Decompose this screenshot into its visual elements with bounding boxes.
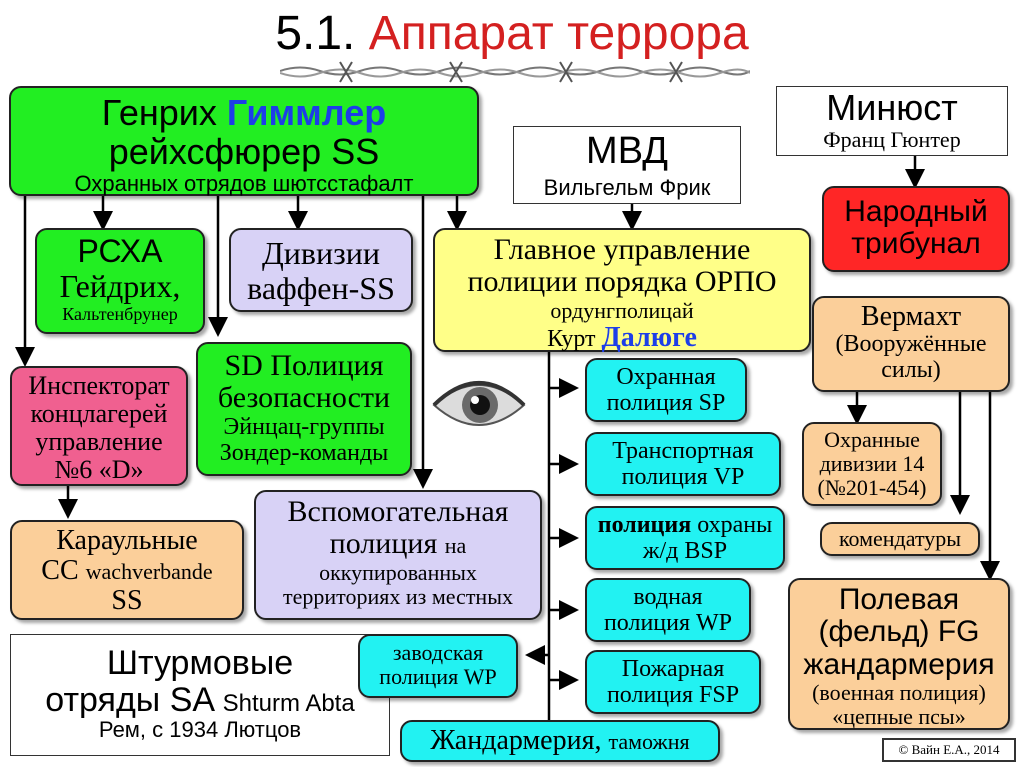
himmler-surname: Гиммлер <box>227 92 386 133</box>
railway-police-bsp-box: полиция охраны ж/д BSP <box>585 506 785 570</box>
karaul-l2-ss: СС <box>41 555 85 586</box>
ohr-div-l2: дивизии 14 <box>804 452 940 476</box>
himmler-title: рейхсфюрер SS <box>11 133 477 172</box>
security-police-sp-box: Охранная полиция SP <box>585 358 747 422</box>
vspom-l4: территориях из местных <box>256 585 540 609</box>
sd-security-police-box: SD Полиция безопасности Эйнцац-группы Зо… <box>196 342 412 476</box>
vspom-l2-main: полиция <box>330 527 445 560</box>
ohr-div-l1: Охранные <box>804 428 940 452</box>
wp-water-l2: полиция WP <box>587 611 749 637</box>
vspom-l3: оккупированных <box>256 561 540 585</box>
komend-l1: комендатуры <box>822 527 978 551</box>
tribunal-box: Народный трибунал <box>822 186 1010 272</box>
sa-l2-latin: Shturm Abta <box>223 690 355 717</box>
tribunal-l1: Народный <box>824 196 1008 228</box>
factory-police-wp-box: заводская полиция WP <box>358 634 518 698</box>
auxiliary-police-box: Вспомогательная полиция на оккупированны… <box>254 490 542 620</box>
concentration-camps-inspectorate-box: Инспекторат концлагерей управление №6 «D… <box>10 366 188 486</box>
rsha-l1: РСХА <box>37 234 203 269</box>
bsp-l1-rest: охраны <box>691 512 772 538</box>
wehrmacht-box: Вермахт (Вооружённые силы) <box>812 296 1010 392</box>
ohr-div-l3: (№201-454) <box>804 476 940 500</box>
wehrmacht-l3: силы) <box>814 358 1008 384</box>
karaul-l2-wachverbande: wachverbande <box>86 559 213 584</box>
orpo-box: Главное управление полиции порядка ОРПО … <box>433 228 811 352</box>
feld-l3: жандармерия <box>790 649 1008 681</box>
mvd-head: Вильгельм Фрик <box>514 176 740 200</box>
rsha-box: РСХА Гейдрих, Кальтенбрунер <box>35 228 205 334</box>
copyright-label: © Вайн Е.А., 2014 <box>882 738 1016 762</box>
fsp-l2: полиция FSP <box>587 683 759 709</box>
guard-ss-box: Караульные СС wachverbande SS <box>10 520 244 620</box>
himmler-box: Генрих Гиммлер рейхсфюрер SS Охранных от… <box>9 86 479 196</box>
sd-l2: безопасности <box>198 382 410 414</box>
wehrmacht-l1: Вермахт <box>814 302 1008 332</box>
himmler-subtitle: Охранных отрядов шютсстафалт <box>11 172 477 196</box>
fire-police-fsp-box: Пожарная полиция FSP <box>585 650 761 714</box>
vspom-l1: Вспомогательная <box>256 496 540 528</box>
wp-factory-l2: полиция WP <box>360 665 516 689</box>
orpo-l3: ордунгполицай <box>435 299 809 323</box>
water-police-wp-box: водная полиция WP <box>585 578 751 642</box>
kommandanturen-box: комендатуры <box>820 522 980 556</box>
sd-l3: Эйнцац-группы <box>198 415 410 441</box>
sd-l4: Зондер-команды <box>198 441 410 467</box>
feld-l1: Полевая <box>790 584 1008 616</box>
minjust-head: Франц Гюнтер <box>777 128 1007 152</box>
inspect-l1: Инспекторат <box>12 372 186 400</box>
karaul-l3: SS <box>12 586 242 616</box>
sd-l1: SD Полиция <box>198 350 410 382</box>
gendarm-main: Жандармерия, <box>430 725 608 756</box>
bsp-l2: ж/д BSP <box>587 539 783 565</box>
sa-l2-main: отряды SA <box>45 681 222 719</box>
feld-l5: «цепные псы» <box>790 705 1008 729</box>
feld-l2: (фельд) FG <box>790 616 1008 648</box>
feld-l4: (военная полиция) <box>790 681 1008 705</box>
inspect-l3: управление <box>12 428 186 456</box>
fsp-l1: Пожарная <box>587 657 759 683</box>
tribunal-l2: трибунал <box>824 228 1008 260</box>
sa-l3: Рем, с 1934 Лютцов <box>11 718 389 742</box>
vspom-l2-small: на <box>445 533 467 558</box>
waffen-l1: Дивизии <box>231 236 411 271</box>
waffen-ss-box: Дивизии ваффен-SS <box>229 228 413 312</box>
sp-l1: Охранная <box>587 365 745 391</box>
eye-icon <box>430 375 528 437</box>
wp-water-l1: водная <box>587 585 749 611</box>
mvd-title: МВД <box>514 131 740 172</box>
sa-storm-troopers-box: Штурмовые отряды SA Shturm Abta Рем, с 1… <box>10 634 390 756</box>
inspect-l4: №6 «D» <box>12 456 186 484</box>
security-divisions-box: Охранные дивизии 14 (№201-454) <box>802 422 942 506</box>
minjust-box: Минюст Франц Гюнтер <box>776 86 1008 156</box>
sp-l2: полиция SP <box>587 391 745 417</box>
minjust-title: Минюст <box>777 89 1007 128</box>
mvd-box: МВД Вильгельм Фрик <box>513 126 741 204</box>
wp-factory-l1: заводская <box>360 641 516 665</box>
vp-l2: полиция VP <box>587 465 779 491</box>
karaul-l1: Караульные <box>12 526 242 556</box>
rsha-l2: Гейдрих, <box>37 269 203 304</box>
vp-l1: Транспортная <box>587 439 779 465</box>
gendarmerie-customs-box: Жандармерия, таможня <box>400 720 720 762</box>
transport-police-vp-box: Транспортная полиция VP <box>585 432 781 496</box>
gendarm-customs: таможня <box>608 729 689 754</box>
wehrmacht-l2: (Вооружённые <box>814 332 1008 358</box>
orpo-l1: Главное управление <box>435 234 809 266</box>
waffen-l2: ваффен-SS <box>231 271 411 306</box>
sa-l1: Штурмовые <box>11 645 389 682</box>
inspect-l2: концлагерей <box>12 400 186 428</box>
field-gendarmerie-box: Полевая (фельд) FG жандармерия (военная … <box>788 578 1010 730</box>
rsha-l3: Кальтенбрунер <box>37 305 203 324</box>
orpo-l2: полиции порядка ОРПО <box>435 266 809 298</box>
bsp-l1-bold: полиция <box>598 512 691 538</box>
orpo-l4-surname: Далюге <box>601 322 696 353</box>
himmler-first-name: Генрих <box>102 92 227 133</box>
orpo-l4-first: Курт <box>547 326 601 352</box>
